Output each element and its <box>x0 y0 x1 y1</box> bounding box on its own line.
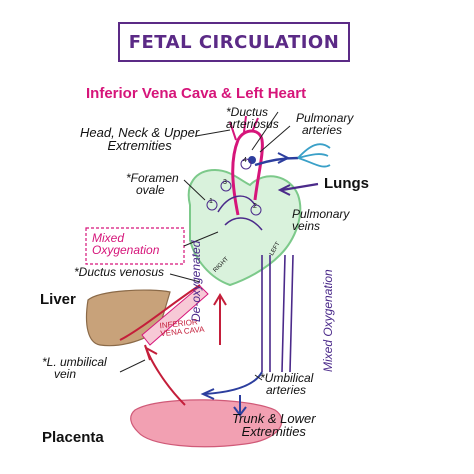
label-pulmonary-veins: Pulmonary veins <box>292 207 350 234</box>
label-ductus-arteriosus: *Ductus arteriosus <box>226 105 279 132</box>
mixed-oxygenation-box-line2: Oxygenation <box>92 243 160 258</box>
label-placenta: Placenta <box>42 429 104 446</box>
chamber-3-label: 3 <box>223 179 227 186</box>
label-pulmonary-arteries: Pulmonary arteries <box>296 111 354 138</box>
diagram-title: FETAL CIRCULATION <box>128 31 340 53</box>
foramen-ovale-line2: ovale <box>136 183 165 198</box>
chamber-4-label: 4 <box>243 157 247 164</box>
pulmonary-arrow <box>277 152 291 164</box>
label-mixed-oxygenation-vertical: Mixed Oxygenation <box>321 269 335 372</box>
inferior-vena-cava-band <box>141 285 209 346</box>
chamber-2-circle <box>250 204 262 216</box>
label-head-neck-upper: Head, Neck & Upper Extremities <box>80 126 199 153</box>
ductus-arteriosus-line2: arteriosus <box>226 117 279 132</box>
descending-vessels <box>261 254 294 373</box>
pulmonary-vein-arrow <box>277 184 291 196</box>
umbilical-vein-arrow <box>144 345 158 361</box>
placenta-shape <box>130 399 283 448</box>
umbilical-arteries-line1: *Umbilical <box>260 371 314 385</box>
leader-lines <box>119 111 291 381</box>
label-trunk-lower: Trunk & Lower Extremities <box>232 412 316 439</box>
chamber-1-label: 1 <box>209 198 213 205</box>
ductus-arteriosus-line1: *Ductus <box>226 105 269 119</box>
chamber-2-label: 2 <box>253 203 257 210</box>
ivc-up-arrow <box>213 293 227 345</box>
pulmonary-artery <box>254 156 299 167</box>
label-liver: Liver <box>40 291 76 308</box>
heart-inner-flow <box>217 195 263 231</box>
trunk-lower-line2: Extremities <box>241 424 306 440</box>
pulmonary-arteries-line1: Pulmonary <box>296 111 354 125</box>
foramen-ovale-line1: *Foramen <box>126 171 179 185</box>
trunk-down-arrow <box>233 395 247 417</box>
label-ductus-venosus: *Ductus venosus <box>74 265 165 279</box>
pulmonary-arteries-line2: arteries <box>302 123 343 138</box>
umbilical-vein-vessel <box>144 344 186 406</box>
heart-shape <box>187 168 302 287</box>
chamber-3-circle <box>220 180 232 192</box>
label-deoxygenated: De-oxygenated <box>189 240 203 322</box>
label-foramen-ovale: *Foramen ovale <box>126 171 179 198</box>
umbilical-arteries-vessel <box>204 371 263 395</box>
pulmonary-veins-line1: Pulmonary <box>292 207 350 221</box>
mixed-oxygenation-box-line1: Mixed <box>92 231 125 245</box>
label-lungs: Lungs <box>324 175 369 192</box>
ductus-venosus-vessel <box>119 284 201 341</box>
lung-vessels <box>297 143 331 168</box>
head-neck-line1: Head, Neck & Upper <box>80 125 200 140</box>
head-neck-line2: Extremities <box>107 138 172 154</box>
label-umbilical-arteries: *Umbilical arteries <box>260 371 314 398</box>
umbilical-arteries-line2: arteries <box>266 383 307 398</box>
title-box: FETAL CIRCULATION <box>118 22 350 62</box>
chamber-1-circle <box>206 199 218 211</box>
umbilical-arrow <box>200 388 215 400</box>
head-arteries <box>229 115 259 141</box>
l-umbilical-vein-line2: vein <box>54 367 77 382</box>
pulmonary-vein-vessel <box>281 182 319 192</box>
trunk-lower-line1: Trunk & Lower <box>232 411 316 426</box>
ductus-arteriosus-dot <box>248 156 256 164</box>
l-umbilical-vein-line1: *L. umbilical <box>42 355 107 369</box>
chamber-4-circle <box>240 158 252 170</box>
label-l-umbilical-vein: *L. umbilical vein <box>42 355 107 382</box>
label-mixed-oxygenation-box: Mixed Oxygenation <box>92 231 160 258</box>
pulmonary-veins-line2: veins <box>292 219 321 234</box>
diagram-subtitle: Inferior Vena Cava & Left Heart <box>86 85 307 102</box>
mixed-oxygenation-vertical-text: Mixed Oxygenation <box>321 269 335 372</box>
